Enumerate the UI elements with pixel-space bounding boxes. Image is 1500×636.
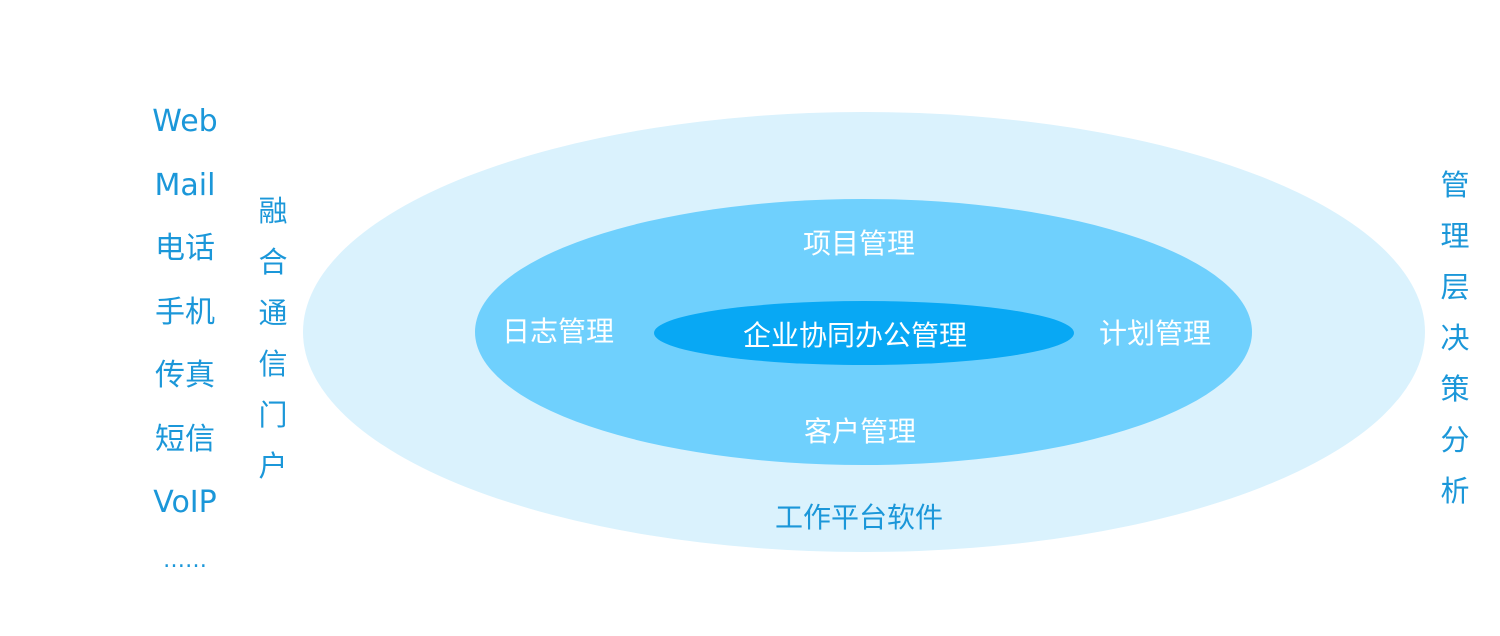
platform-software-label: 工作平台软件	[775, 501, 944, 534]
channel-item-web: Web	[152, 104, 218, 139]
channel-item-fax: 传真	[155, 358, 215, 393]
channel-item-sms: 短信	[155, 421, 215, 457]
channel-item-phone: 电话	[155, 231, 215, 266]
log-management-label: 日志管理	[502, 315, 615, 348]
core-management-label: 企业协同办公管理	[743, 319, 968, 352]
channel-list: Web Mail 电话 手机 传真 短信 VoIP ……	[130, 96, 240, 604]
customer-management-label: 客户管理	[804, 415, 917, 448]
core-ring	[654, 301, 1074, 365]
project-management-label: 项目管理	[803, 227, 916, 260]
channel-item-mobile: 手机	[155, 294, 215, 330]
plan-management-label: 计划管理	[1099, 317, 1212, 350]
channel-item-more: ……	[163, 547, 207, 573]
channel-item-mail: Mail	[154, 167, 216, 203]
portal-label: 融合通信门户	[258, 194, 288, 483]
decision-analysis-label: 管理层决策分析	[1440, 168, 1470, 508]
channel-item-voip: VoIP	[153, 485, 217, 520]
